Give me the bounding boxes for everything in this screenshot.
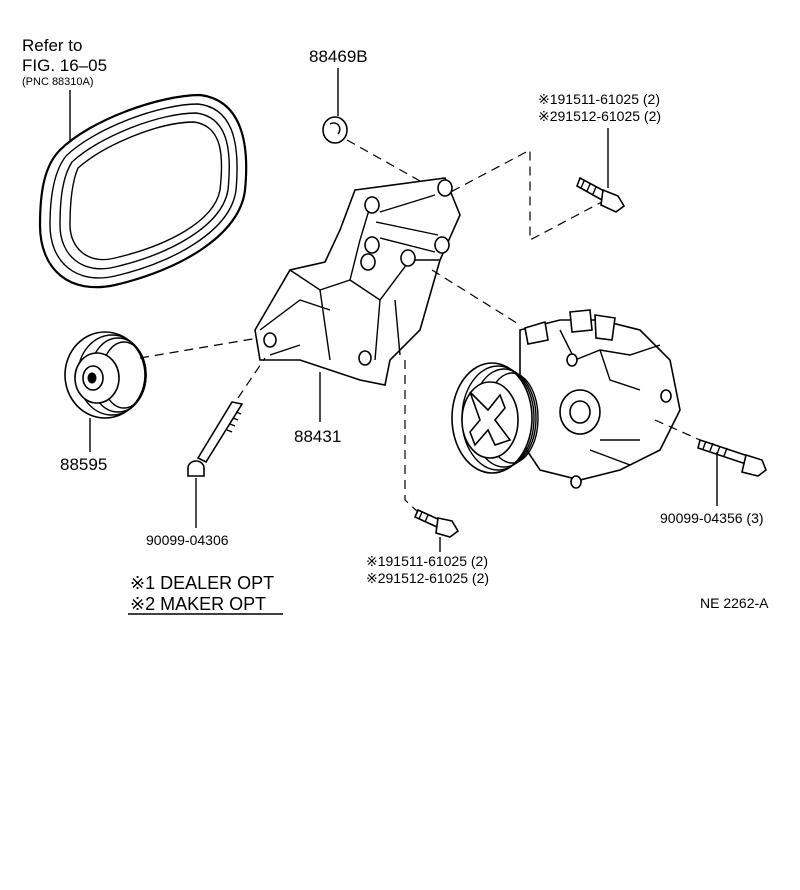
bolt-bottom-dash-line <box>404 360 419 513</box>
belt-ref-line1: Refer to <box>22 36 82 55</box>
drive-belt <box>38 93 248 289</box>
figure-code: NE 2262-A <box>700 595 769 611</box>
bolt-right-dash-line <box>654 419 701 441</box>
pulley-dash-line <box>139 335 271 359</box>
compressor-dash-line <box>431 269 521 326</box>
belt-ref-line3: (PNC 88310A) <box>22 76 94 88</box>
legend-maker-opt: ※2 MAKER OPT <box>130 594 266 614</box>
label-bolt-right: 90099-04356 (3) <box>660 510 764 526</box>
ac-compressor <box>451 309 681 489</box>
idler-pulley <box>64 331 147 419</box>
compressor-bracket <box>254 177 461 386</box>
bolt-left-dash-line <box>237 357 266 399</box>
bolt-top-option <box>576 176 626 213</box>
cap-dash-line <box>346 139 616 241</box>
label-opt-bottom-2: ※291512-61025 (2) <box>366 570 489 586</box>
legend-dealer-opt: ※1 DEALER OPT <box>130 573 274 593</box>
label-cap: 88469B <box>309 47 368 66</box>
label-opt-top-1: ※191511-61025 (2) <box>538 91 660 107</box>
bolt-bottom-option <box>413 508 460 538</box>
label-bracket: 88431 <box>294 427 341 446</box>
cap-88469b <box>322 116 348 144</box>
belt-ref-line2: FIG. 16–05 <box>22 56 107 75</box>
bolt-right <box>697 438 767 477</box>
label-pulley: 88595 <box>60 455 107 474</box>
label-opt-bottom-1: ※191511-61025 (2) <box>366 553 488 569</box>
label-bolt-left: 90099-04306 <box>146 532 229 548</box>
bolt-left <box>187 401 244 477</box>
label-opt-top-2: ※291512-61025 (2) <box>538 108 661 124</box>
